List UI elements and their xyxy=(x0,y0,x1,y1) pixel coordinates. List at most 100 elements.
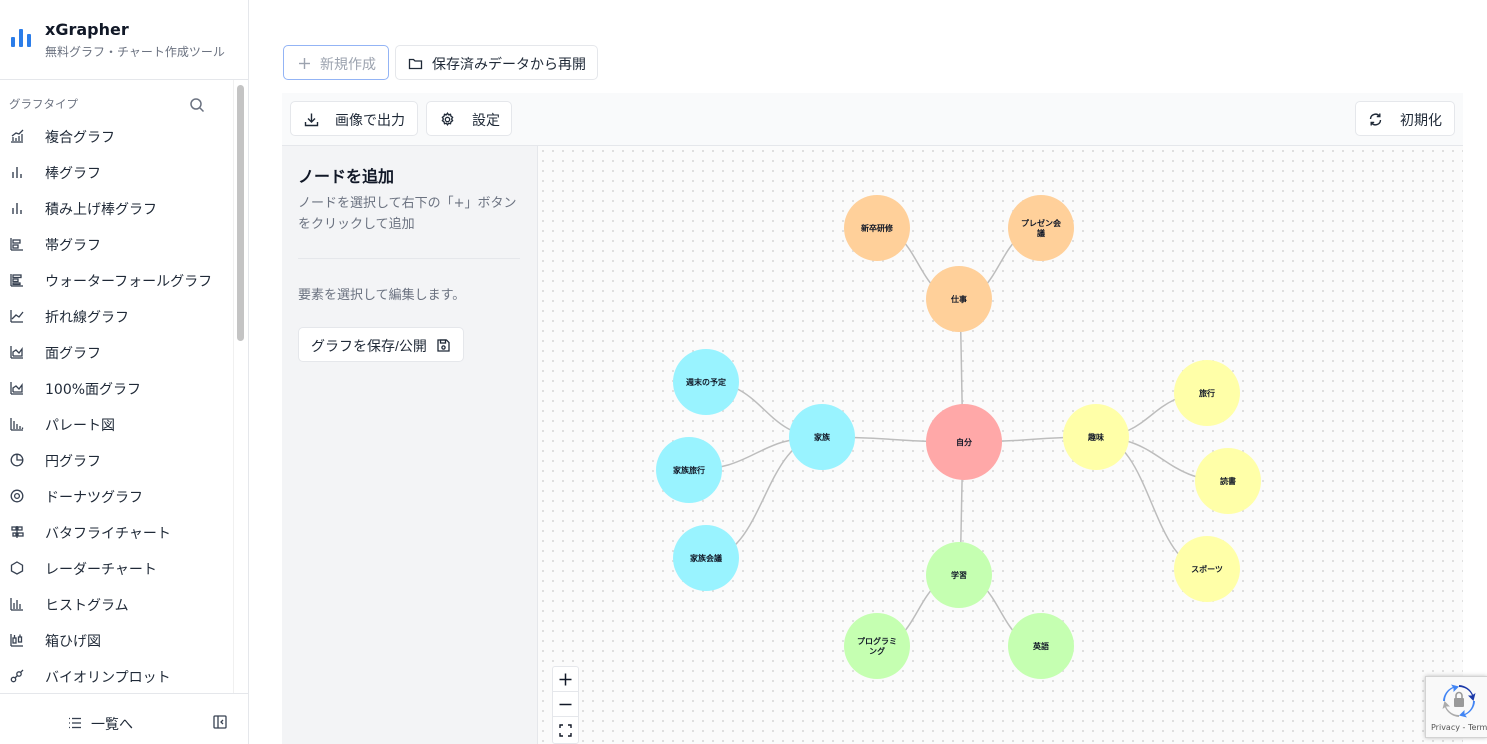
mindmap-node-label: 仕事 xyxy=(950,294,967,304)
editor-toolbar: 画像で出力 設定 初期化 xyxy=(282,93,1463,146)
sidebar-scrollbar-track xyxy=(233,80,249,693)
mindmap-node-travel[interactable]: 旅行 xyxy=(1174,360,1240,426)
mindmap-node-work[interactable]: 仕事 xyxy=(926,266,992,332)
sidebar-item-area-chart[interactable]: 面グラフ xyxy=(0,334,232,370)
panel-divider xyxy=(298,258,520,259)
mindmap-node-circle[interactable] xyxy=(1174,536,1240,602)
band-chart-icon xyxy=(10,238,23,251)
fit-view-button[interactable] xyxy=(553,718,578,743)
sidebar-item-label: バタフライチャート xyxy=(45,526,171,542)
plus-icon xyxy=(299,58,310,69)
sidebar-item-butterfly[interactable]: バタフライチャート xyxy=(0,514,232,550)
sidebar-item-band-chart[interactable]: 帯グラフ xyxy=(0,226,232,262)
mindmap-node-family[interactable]: 家族 xyxy=(789,404,855,470)
save-publish-button[interactable]: グラフを保存/公開 xyxy=(298,327,464,362)
sidebar-item-line-chart[interactable]: 折れ線グラフ xyxy=(0,298,232,334)
mindmap-node-circle[interactable] xyxy=(844,613,910,679)
sidebar-item-label: 面グラフ xyxy=(45,346,101,362)
mindmap-node-english[interactable]: 英語 xyxy=(1008,613,1074,679)
new-graph-label: 新規作成 xyxy=(320,56,376,72)
mindmap-node-label: 趣味 xyxy=(1087,432,1104,442)
mindmap-node-label: 新卒研修 xyxy=(861,223,894,233)
zoom-out-button[interactable] xyxy=(553,692,578,717)
gear-icon xyxy=(441,112,454,126)
resume-saved-label: 保存済みデータから再開 xyxy=(432,56,586,72)
mindmap-node-label: 週末の予定 xyxy=(686,377,726,387)
sidebar-item-pie-chart[interactable]: 円グラフ xyxy=(0,442,232,478)
sidebar-item-stacked-bar[interactable]: 積み上げ棒グラフ xyxy=(0,190,232,226)
butterfly-icon xyxy=(11,526,24,538)
search-icon[interactable] xyxy=(189,97,205,113)
reset-button[interactable]: 初期化 xyxy=(1355,101,1455,136)
new-graph-button[interactable]: 新規作成 xyxy=(283,45,389,80)
mindmap-node-circle[interactable] xyxy=(1195,448,1261,514)
waterfall-icon xyxy=(10,274,23,287)
mindmap-node-circle[interactable] xyxy=(656,437,722,503)
sidebar-item-donut-chart[interactable]: ドーナツグラフ xyxy=(0,478,232,514)
zoom-in-button[interactable] xyxy=(553,667,578,692)
mindmap-node-sports[interactable]: スポーツ xyxy=(1174,536,1240,602)
mindmap-node-hobby[interactable]: 趣味 xyxy=(1063,404,1129,470)
mindmap-node-circle[interactable] xyxy=(1008,613,1074,679)
mindmap-node-self[interactable]: 自分 xyxy=(926,404,1002,480)
mindmap-node-circle[interactable] xyxy=(1008,195,1074,261)
resume-saved-button[interactable]: 保存済みデータから再開 xyxy=(395,45,598,80)
sidebar-item-waterfall[interactable]: ウォーターフォールグラフ xyxy=(0,262,232,298)
mindmap-node-study[interactable]: 学習 xyxy=(926,542,992,608)
sidebar-item-combo-chart[interactable]: 複合グラフ xyxy=(0,118,232,154)
line-chart-icon xyxy=(10,310,24,323)
fullscreen-icon xyxy=(559,724,572,737)
mindmap-canvas[interactable]: 自分 仕事 新卒研修 プレゼン会議家族 週末の予定家族旅行家族会議 趣味 旅行読書スポーツ学… xyxy=(538,146,1463,744)
mindmap-node-circle[interactable] xyxy=(673,525,739,591)
sidebar-item-label: パレート図 xyxy=(45,418,115,434)
mindmap-node-circle[interactable] xyxy=(673,349,739,415)
mindmap-node-circle[interactable] xyxy=(926,404,1002,480)
mindmap-node-label: 自分 xyxy=(956,437,972,447)
mindmap-node-circle[interactable] xyxy=(1063,404,1129,470)
chart-type-header: グラフタイプ xyxy=(9,97,78,111)
mindmap-node-circle[interactable] xyxy=(926,542,992,608)
mindmap-node-presentation[interactable]: プレゼン会議 xyxy=(1008,195,1074,261)
mindmap-node-circle[interactable] xyxy=(1174,360,1240,426)
mindmap-node-training[interactable]: 新卒研修 xyxy=(844,195,910,261)
sidebar-collapse-icon[interactable] xyxy=(213,715,227,729)
mindmap-node-family-trip[interactable]: 家族旅行 xyxy=(656,437,722,503)
app-title: xGrapher xyxy=(45,20,129,39)
sidebar-item-pareto[interactable]: パレート図 xyxy=(0,406,232,442)
settings-button[interactable]: 設定 xyxy=(426,101,512,136)
mindmap-node-label: 家族 xyxy=(814,432,831,442)
mindmap-node-circle[interactable] xyxy=(844,195,910,261)
donut-chart-icon xyxy=(10,489,24,503)
sidebar-item-radar[interactable]: レーダーチャート xyxy=(0,550,232,586)
sidebar-item-label: 複合グラフ xyxy=(45,130,115,146)
sidebar-item-histogram[interactable]: ヒストグラム xyxy=(0,586,232,622)
mindmap-node-label: 学習 xyxy=(951,570,967,580)
mindmap-node-family-meeting[interactable]: 家族会議 xyxy=(673,525,739,591)
sidebar: xGrapher 無料グラフ・チャート作成ツール グラフタイプ 複合グラフ 棒グ… xyxy=(0,0,249,744)
area-100-icon xyxy=(10,382,23,395)
mindmap-node-circle[interactable] xyxy=(789,404,855,470)
mindmap-node-weekend[interactable]: 週末の予定 xyxy=(673,349,739,415)
mindmap-node-programming[interactable]: プログラミング xyxy=(844,613,910,679)
list-icon xyxy=(69,717,81,729)
pareto-icon xyxy=(10,418,24,431)
mindmap-node-label: 家族会議 xyxy=(690,553,722,563)
pie-chart-icon xyxy=(10,453,24,467)
recaptcha-badge[interactable]: Privacy - Terms xyxy=(1425,676,1487,738)
sidebar-scrollbar[interactable] xyxy=(237,85,244,341)
sidebar-item-label: 積み上げ棒グラフ xyxy=(45,202,157,218)
download-icon xyxy=(304,113,319,127)
sidebar-item-bar-chart[interactable]: 棒グラフ xyxy=(0,154,232,190)
mindmap-node-label: プログラミング xyxy=(857,636,897,656)
chart-type-list: 複合グラフ 棒グラフ 積み上げ棒グラフ 帯グラフ ウォーターフォールグラフ 折れ… xyxy=(0,118,232,694)
sidebar-item-area-100[interactable]: 100%面グラフ xyxy=(0,370,232,406)
sidebar-item-label: 棒グラフ xyxy=(45,166,101,182)
mindmap-node-reading[interactable]: 読書 xyxy=(1195,448,1261,514)
sidebar-item-label: バイオリンプロット xyxy=(45,670,171,686)
export-image-button[interactable]: 画像で出力 xyxy=(290,101,418,136)
sidebar-item-violin[interactable]: バイオリンプロット xyxy=(0,658,232,694)
mindmap-node-circle[interactable] xyxy=(926,266,992,332)
sidebar-item-boxplot[interactable]: 箱ひげ図 xyxy=(0,622,232,658)
reset-label: 初期化 xyxy=(1400,112,1442,128)
